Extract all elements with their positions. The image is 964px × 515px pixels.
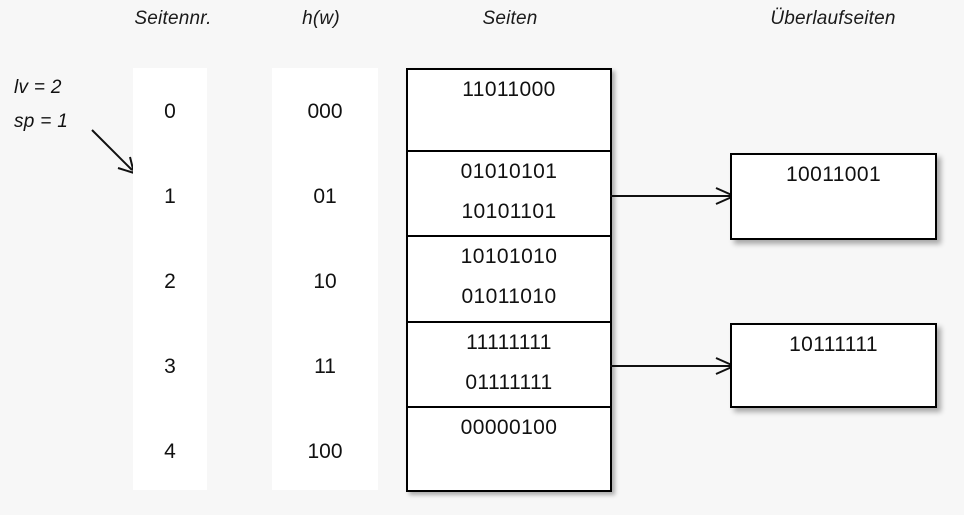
page-record: 10101101 bbox=[461, 200, 557, 223]
cell-seitennr-4: 4 bbox=[164, 440, 176, 463]
cell-seitennr-1: 1 bbox=[164, 185, 176, 208]
cell-hw-4: 100 bbox=[307, 440, 343, 463]
overflow-record: 10111111 bbox=[789, 333, 878, 356]
parameter-sp: sp = 1 bbox=[14, 111, 69, 132]
page-row: 01010101 10101101 bbox=[408, 152, 610, 237]
column-header-hw: h(w) bbox=[302, 8, 340, 29]
page-record: 10101010 bbox=[460, 245, 558, 268]
column-header-seitennr: Seitennr. bbox=[134, 8, 212, 29]
pages-box: 11011000 01010101 10101101 10101010 0101… bbox=[406, 68, 612, 492]
column-seitennr: 0 1 2 3 4 bbox=[133, 68, 207, 490]
cell-seitennr-2: 2 bbox=[164, 270, 176, 293]
page-record: 01111111 bbox=[465, 371, 553, 394]
column-header-ueberlaufseiten: Überlaufseiten bbox=[770, 8, 896, 29]
page-record: 01011010 bbox=[461, 285, 557, 308]
cell-hw-1: 01 bbox=[313, 185, 337, 208]
page-record: 11111111 bbox=[466, 331, 552, 354]
page-record: 00000100 bbox=[460, 416, 558, 439]
cell-seitennr-3: 3 bbox=[164, 355, 176, 378]
overflow-record: 10011001 bbox=[785, 163, 882, 186]
page-record: 01010101 bbox=[460, 160, 558, 183]
page-row: 11011000 bbox=[408, 70, 610, 152]
overflow-page-box: 10011001 bbox=[730, 153, 937, 240]
cell-hw-3: 11 bbox=[314, 355, 336, 378]
cell-hw-2: 10 bbox=[313, 270, 337, 293]
parameter-lv: lv = 2 bbox=[14, 77, 62, 98]
page-row: 11111111 01111111 bbox=[408, 323, 610, 408]
overflow-page-box: 10111111 bbox=[730, 323, 937, 408]
column-header-seiten: Seiten bbox=[482, 8, 538, 29]
cell-hw-0: 000 bbox=[307, 100, 343, 123]
overflow-arrow-icon bbox=[610, 357, 737, 375]
page-row: 10101010 01011010 bbox=[408, 237, 610, 323]
cell-seitennr-0: 0 bbox=[164, 100, 176, 123]
page-record: 11011000 bbox=[462, 78, 556, 101]
page-row: 00000100 bbox=[408, 408, 610, 490]
column-hw: 000 01 10 11 100 bbox=[272, 68, 378, 490]
overflow-arrow-icon bbox=[610, 187, 737, 205]
